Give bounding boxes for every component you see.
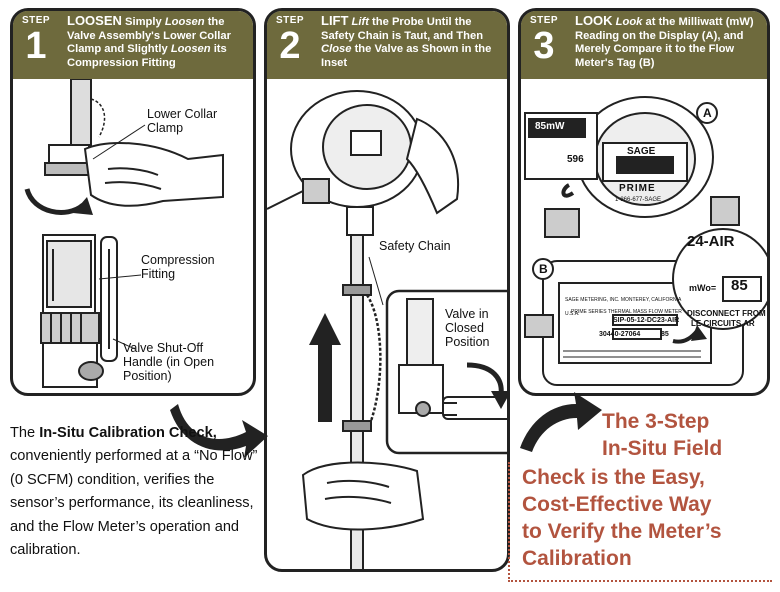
step-1-panel: STEP 1 LOOSEN Simply Loosen the Valve As… [10,8,256,396]
instruction-emphasis: Loosen [164,16,205,28]
tagline-line: Check is the Easy, [522,466,705,489]
tagline-line: The 3-Step [602,410,710,433]
callout-valve-closed-position: Valve in Closed Position [445,307,490,349]
caption-emphasis: In-Situ Calibration Check, [39,425,217,441]
step-1-badge: STEP 1 [13,11,59,79]
tag-model-number: SIP-05-12-DC23-AIR [613,317,680,324]
instruction-text: the Valve Assembly's Lower Collar Clamp … [67,16,231,56]
display-reading: 85mW [535,121,565,132]
tag-small-value: 85 [661,331,669,338]
tagline-border [508,462,772,582]
instruction-emphasis: Look [615,16,643,28]
callout-lower-collar-clamp: Lower Collar Clamp [147,107,218,135]
step-3-panel: STEP 3 LOOK Look at the Milliwatt (mW) R… [518,8,770,396]
calibration-caption: The In-Situ Calibration Check, convenien… [10,422,260,562]
step-2-badge: STEP 2 [267,11,313,79]
step-number: 3 [533,25,555,67]
callout-valve-shutoff-handle: Valve Shut-Off Handle (in Open Position) [123,341,215,383]
caption-text: conveniently performed at a “No Flow” (0… [10,448,258,559]
tag-warning-2: LE CIRCUITS AR [691,319,755,328]
display-model: PRIME [619,183,656,194]
step-1-instruction: LOOSEN Simply Loosen the Valve Assembly'… [67,14,247,70]
step-label: STEP [21,15,51,26]
instruction-emphasis: Close [321,43,352,56]
callout-safety-chain: Safety Chain [379,239,451,253]
step-number: 2 [279,25,301,67]
tagline: The 3-Step In-Situ Field Check is the Ea… [508,408,770,584]
display-brand: SAGE [627,146,656,157]
step-3-badge: STEP 3 [521,11,567,79]
instruction-text: the Valve as Shown in the Inset [321,43,492,69]
tagline-line: Cost-Effective Way [522,493,712,516]
display-and-tag-illustration [524,96,767,386]
step-keyword: LOOK [575,13,613,28]
tag-warning: DISCONNECT FROM [687,309,766,318]
step-keyword: LOOSEN [67,13,122,28]
caption-text: The [10,425,40,441]
arrow-step2-to-step3 [520,392,602,452]
callout-a-display: A [703,106,712,120]
tag-series: PRIME SERIES THERMAL MASS FLOW METER [571,309,682,315]
callout-b-tag: B [539,262,548,276]
step-number: 1 [25,25,47,67]
step-label: STEP [529,15,559,26]
step-2-header: STEP 2 LIFT Lift the Probe Until the Saf… [267,11,507,79]
instruction-text: Simply [125,16,165,28]
step-3-instruction: LOOK Look at the Milliwatt (mW) Reading … [575,14,761,70]
probe-lift-illustration [267,90,507,569]
callout-compression-fitting: Compression Fitting [141,253,215,281]
step-2-panel: STEP 2 LIFT Lift the Probe Until the Saf… [264,8,510,572]
tagline-line: In-Situ Field [602,437,723,460]
display-phone: 1-866-677-SAGE [615,197,662,203]
instruction-emphasis: Lift [351,16,369,28]
tagline-line: to Verify the Meter’s [522,520,722,543]
valve-loosen-illustration [24,79,224,388]
tag-mw-label: mWo= [689,283,717,293]
tag-code: 24-AIR [687,233,735,250]
tag-serial: 30440-27064 [599,331,641,338]
instruction-text: at the Milliwatt (mW) Reading on the Dis… [575,16,754,69]
step-1-header: STEP 1 LOOSEN Simply Loosen the Valve As… [13,11,253,79]
tag-maker: SAGE METERING, INC. MONTEREY, CALIFORNIA… [565,297,682,317]
display-secondary: 596 [567,154,584,165]
step-3-header: STEP 3 LOOK Look at the Milliwatt (mW) R… [521,11,767,79]
step-2-instruction: LIFT Lift the Probe Until the Safety Cha… [321,14,501,70]
instruction-text: the Probe Until the Safety Chain is Taut… [321,16,484,42]
tag-mw-value: 85 [731,277,748,294]
step-label: STEP [275,15,305,26]
tagline-line: Calibration [522,547,632,570]
step-keyword: LIFT [321,13,349,28]
instruction-text: its Compression Fitting [67,43,227,69]
arrow-step1-to-step2 [170,404,268,458]
instruction-emphasis: Loosen [170,43,211,56]
